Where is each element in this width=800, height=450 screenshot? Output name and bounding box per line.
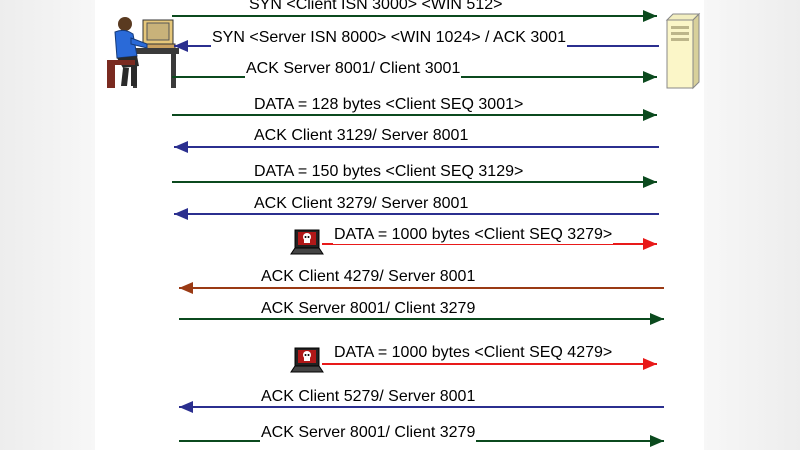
message-arrow xyxy=(322,358,657,370)
arrowhead xyxy=(179,282,193,294)
message-arrow xyxy=(172,176,657,188)
message-label: DATA = 150 bytes <Client SEQ 3129> xyxy=(253,163,525,181)
message-label: ACK Client 4279/ Server 8001 xyxy=(260,268,477,286)
message-label: DATA = 1000 bytes <Client SEQ 4279> xyxy=(333,344,614,362)
message-label: ACK Client 3129/ Server 8001 xyxy=(253,127,470,145)
skull-laptop-icon xyxy=(290,229,324,255)
arrowhead xyxy=(643,238,657,250)
arrowhead xyxy=(643,71,657,83)
arrowhead xyxy=(174,40,188,52)
arrowhead xyxy=(650,435,664,447)
skull-laptop-icon xyxy=(290,347,324,373)
message-arrow xyxy=(174,141,659,153)
message-arrow xyxy=(174,208,659,220)
message-arrow xyxy=(172,10,657,22)
arrowhead xyxy=(650,313,664,325)
message-label: ACK Client 3279/ Server 8001 xyxy=(253,195,470,213)
left-margin xyxy=(0,0,95,450)
slide: SYN <Client ISN 3000> <WIN 512> SYN <Serv… xyxy=(95,0,704,450)
arrowhead xyxy=(174,141,188,153)
message-arrow xyxy=(179,282,664,294)
message-label: ACK Server 8001/ Client 3001 xyxy=(245,60,462,78)
arrowhead xyxy=(643,176,657,188)
message-label: ACK Client 5279/ Server 8001 xyxy=(260,388,477,406)
message-label: DATA = 1000 bytes <Client SEQ 3279> xyxy=(333,226,614,244)
message-arrow xyxy=(179,401,664,413)
arrowhead xyxy=(643,109,657,121)
message-arrow xyxy=(322,238,657,250)
message-label: SYN <Server ISN 8000> <WIN 1024> / ACK 3… xyxy=(211,29,567,47)
message-arrow xyxy=(179,313,664,325)
tcp-hijack-diagram xyxy=(107,10,701,447)
arrowhead xyxy=(179,401,193,413)
message-arrow xyxy=(172,109,657,121)
message-label: ACK Server 8001/ Client 3279 xyxy=(260,424,477,442)
message-label: DATA = 128 bytes <Client SEQ 3001> xyxy=(253,96,525,114)
arrowhead xyxy=(174,208,188,220)
arrowhead xyxy=(643,358,657,370)
arrowhead xyxy=(643,10,657,22)
right-margin xyxy=(704,0,800,450)
person-at-computer-icon xyxy=(107,17,179,88)
message-label: SYN <Client ISN 3000> <WIN 512> xyxy=(248,0,504,14)
message-label: ACK Server 8001/ Client 3279 xyxy=(260,300,477,318)
server-tower-icon xyxy=(665,12,701,90)
